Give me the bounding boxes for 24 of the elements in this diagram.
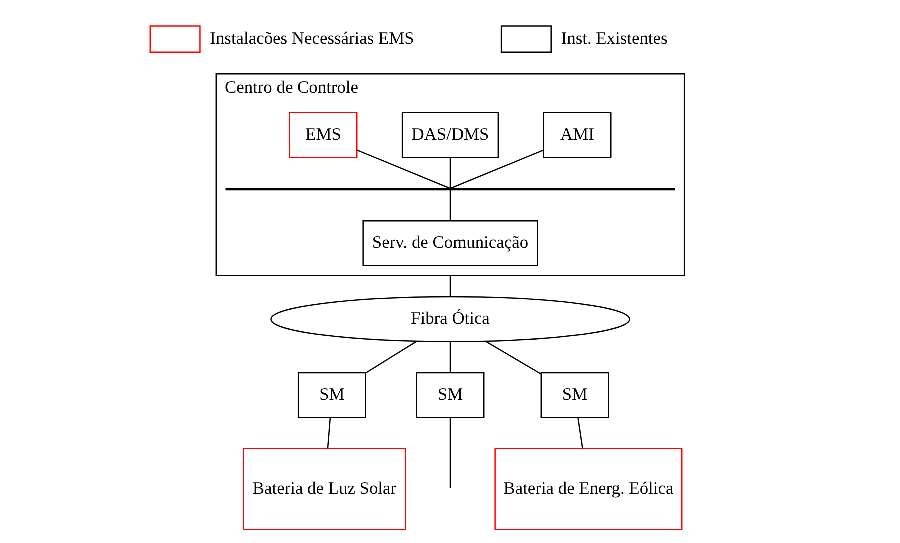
connector xyxy=(450,150,544,190)
legend-label: Inst. Existentes xyxy=(560,28,668,48)
connector xyxy=(449,158,451,188)
node-box: DAS/DMS xyxy=(401,112,499,158)
node-box: SM xyxy=(297,372,366,418)
node-box: Serv. de Comunicação xyxy=(362,220,538,267)
node-bar xyxy=(225,188,675,191)
node-box: SM xyxy=(416,372,484,418)
connector xyxy=(449,276,451,297)
node-box: SM xyxy=(540,372,609,418)
node-ellipse: Fibra Ótica xyxy=(270,296,630,342)
node-box: Bateria de Luz Solar xyxy=(242,448,406,530)
connector xyxy=(577,418,583,449)
node-box: AMI xyxy=(542,112,612,158)
connector xyxy=(449,342,451,373)
node-box: EMS xyxy=(288,112,358,158)
connector xyxy=(449,418,451,488)
node-box: Bateria de Energ. Eólica xyxy=(494,448,682,530)
connector xyxy=(365,341,417,374)
legend-label: Instalacões Necessárias EMS xyxy=(210,28,414,48)
connector xyxy=(326,418,331,449)
connector xyxy=(485,341,542,375)
connector xyxy=(356,150,450,190)
connector xyxy=(449,190,451,221)
